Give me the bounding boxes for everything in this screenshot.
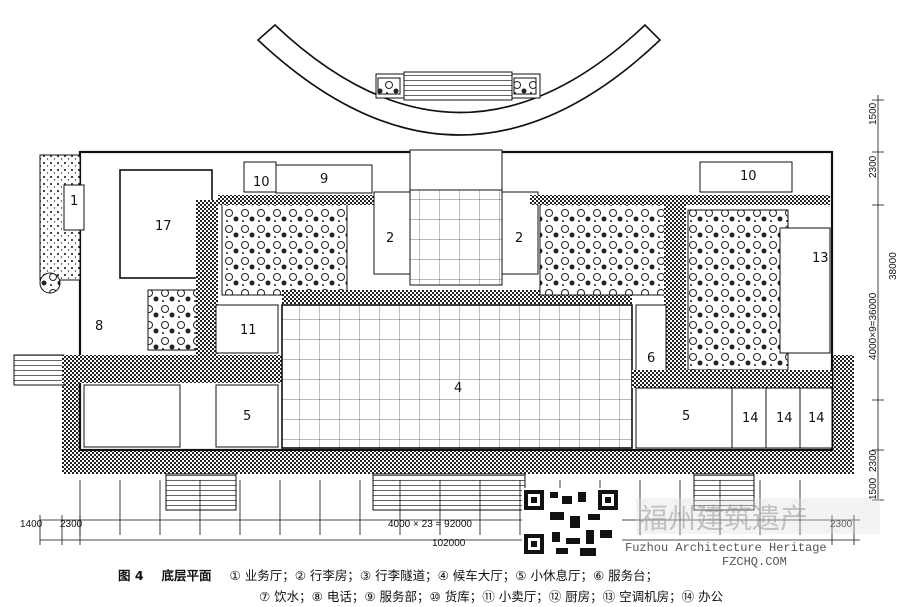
dim-r2300a: 2300 bbox=[868, 155, 879, 178]
terrace-bottom bbox=[62, 448, 854, 474]
label-room-2a: 2 bbox=[386, 231, 394, 246]
room-10-left bbox=[243, 161, 277, 193]
plinth-left bbox=[13, 354, 65, 386]
right-courtyard-b bbox=[687, 209, 789, 371]
label-room-9: 9 bbox=[320, 172, 328, 187]
dim-r4000x9: 4000×9=36000 bbox=[868, 292, 879, 360]
room-13 bbox=[779, 227, 831, 354]
label-room-6: 6 bbox=[647, 351, 655, 366]
dim-2300-right: 2300 bbox=[830, 519, 853, 530]
dim-r38000: 38000 bbox=[888, 252, 899, 280]
hatch-left-mid bbox=[62, 355, 282, 383]
room-left-lobby bbox=[83, 384, 181, 448]
label-room-4: 4 bbox=[454, 381, 462, 396]
label-room-1: 1 bbox=[70, 194, 78, 209]
figure-caption: 图 4 底层平面 ① 业务厅；② 行李房；③ 行李隧道；④ 候车大厅；⑤ 小休息… bbox=[118, 565, 808, 604]
label-room-13: 13 bbox=[812, 251, 829, 266]
dim-r2300b: 2300 bbox=[868, 449, 879, 472]
watermark: 福州建筑遗产 Fuzhou Architecture Heritage FZCH… bbox=[625, 498, 880, 569]
dim-1400: 1400 bbox=[20, 519, 43, 530]
room-2-left bbox=[373, 191, 411, 275]
stair-bottom-center bbox=[372, 473, 526, 511]
room-1 bbox=[63, 184, 85, 231]
waiting-hall bbox=[281, 304, 633, 449]
label-room-8: 8 bbox=[95, 319, 103, 334]
room-9 bbox=[275, 164, 373, 194]
right-courtyard-a bbox=[539, 199, 666, 296]
dim-grid-formula: 4000 × 23 = 92000 bbox=[388, 519, 472, 530]
room-10-right bbox=[699, 161, 793, 193]
entrance-steps bbox=[375, 71, 541, 101]
figure-title: 底层平面 bbox=[161, 568, 212, 583]
figure-number: 图 4 bbox=[118, 568, 144, 583]
room-5-left bbox=[215, 384, 279, 448]
legend-line-2: ⑦ 饮水；⑧ 电话；⑨ 服务部；⑩ 货库；⑪ 小卖厅；⑫ 厨房；⑬ 空调机房；⑭… bbox=[259, 589, 724, 604]
watermark-en: Fuzhou Architecture Heritage bbox=[625, 541, 827, 555]
small-garden-left bbox=[147, 289, 201, 351]
label-room-5a: 5 bbox=[243, 409, 251, 424]
label-room-11: 11 bbox=[240, 323, 257, 338]
dim-2300-left: 2300 bbox=[60, 519, 83, 530]
luggage-tunnel-grid bbox=[409, 189, 503, 286]
room-2-right bbox=[501, 191, 539, 275]
stair-bottom-left bbox=[165, 473, 237, 511]
label-room-5b: 5 bbox=[682, 409, 690, 424]
hatch-right-mid bbox=[632, 370, 832, 388]
room-14-c bbox=[799, 387, 833, 449]
room-11 bbox=[215, 304, 279, 354]
hatch-left-col bbox=[196, 200, 218, 355]
label-room-14a: 14 bbox=[742, 411, 759, 426]
label-room-14c: 14 bbox=[808, 411, 825, 426]
terrace-right bbox=[832, 355, 854, 455]
watermark-url: FZCHQ.COM bbox=[722, 555, 787, 569]
room-labels: 1 17 10 9 2 2 10 13 11 5 4 6 5 14 14 14 … bbox=[70, 169, 829, 426]
dim-total: 102000 bbox=[432, 538, 466, 549]
watermark-cn: 福州建筑遗产 bbox=[640, 502, 808, 535]
label-room-17: 17 bbox=[155, 219, 172, 234]
dim-r1500a: 1500 bbox=[868, 102, 879, 125]
label-room-10a: 10 bbox=[253, 175, 270, 190]
dim-r1500b: 1500 bbox=[868, 477, 879, 500]
label-room-14b: 14 bbox=[776, 411, 793, 426]
label-room-2b: 2 bbox=[515, 231, 523, 246]
label-room-10b: 10 bbox=[740, 169, 757, 184]
hatch-right-col bbox=[664, 200, 686, 385]
room-3-corridor bbox=[409, 149, 503, 191]
dimension-labels: 1400 2300 4000 × 23 = 92000 102000 2300 … bbox=[20, 102, 899, 549]
legend-line-1: ① 业务厅；② 行李房；③ 行李隧道；④ 候车大厅；⑤ 小休息厅；⑥ 服务台； bbox=[229, 568, 659, 583]
qr-code bbox=[522, 488, 622, 558]
hatch-left-top bbox=[218, 195, 378, 205]
left-courtyard bbox=[221, 199, 348, 296]
stair-bottom-right bbox=[693, 473, 755, 511]
